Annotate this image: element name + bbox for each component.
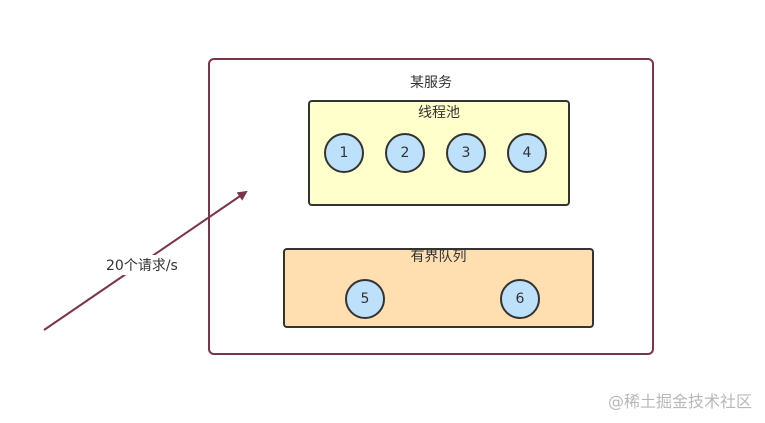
queue-item-5: 5 — [345, 279, 385, 319]
thread-circle-3: 3 — [446, 133, 486, 173]
watermark-text: @稀土掘金技术社区 — [607, 392, 752, 411]
thread-pool-title: 线程池 — [418, 105, 460, 121]
thread-circle-4: 4 — [507, 133, 547, 173]
service-title: 某服务 — [410, 75, 452, 91]
bounded-queue-title: 有界队列 — [410, 249, 467, 265]
thread-circle-2: 2 — [385, 133, 425, 173]
bounded-queue-box — [283, 248, 594, 328]
thread-circle-1: 1 — [324, 133, 364, 173]
request-rate-label: 20个请求/s — [106, 255, 178, 275]
queue-item-6: 6 — [500, 279, 540, 319]
